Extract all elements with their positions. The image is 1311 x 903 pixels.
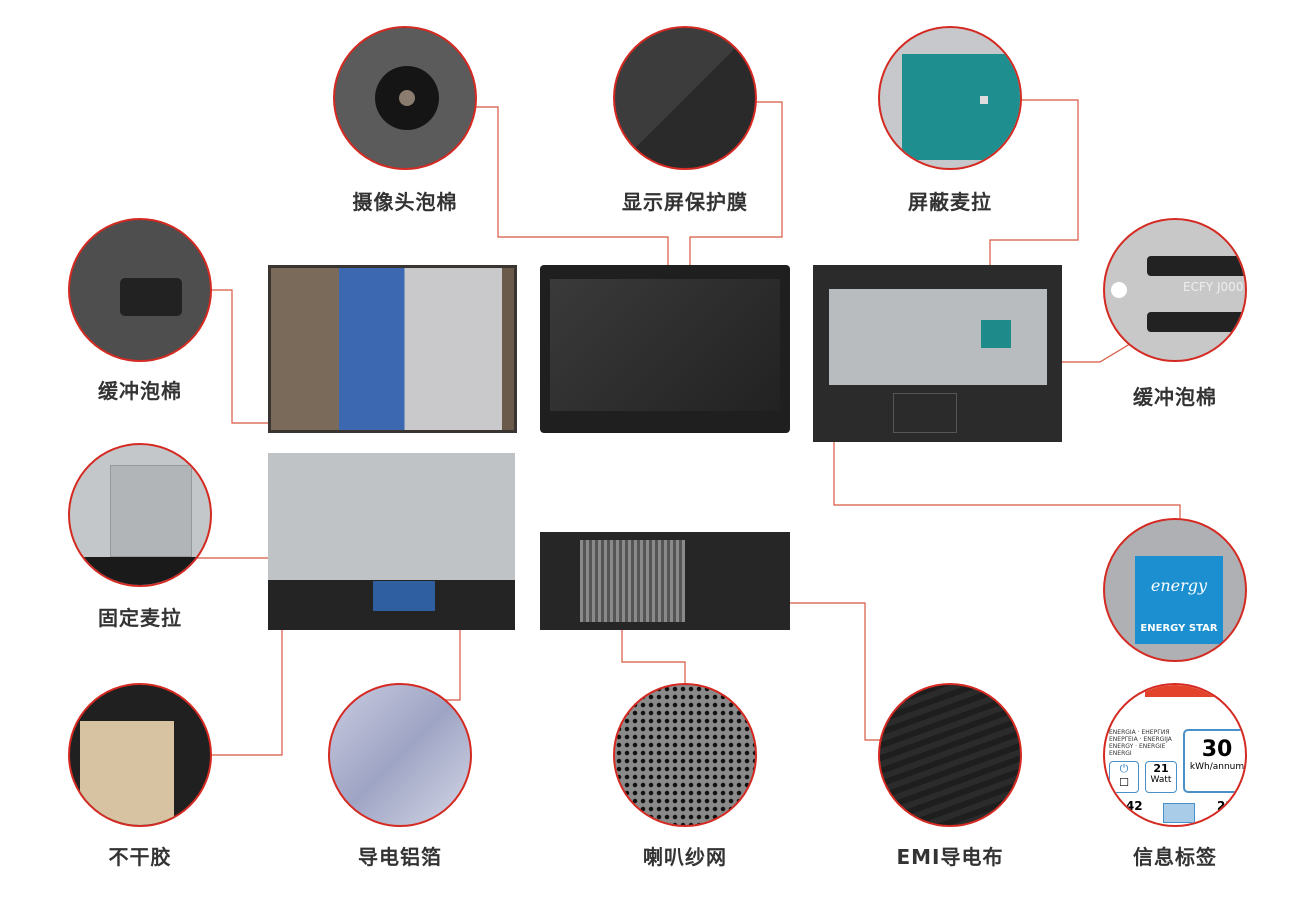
palmrest-photo (813, 265, 1062, 442)
motherboard-photo (268, 265, 517, 433)
label-cushion-foam-left: 缓冲泡棉 (98, 379, 182, 403)
label-sticker: 不干胶 (108, 845, 172, 869)
leader-energy-star (833, 432, 1181, 530)
palmrest-inner-photo (268, 453, 515, 630)
conductive-foil-detail (328, 683, 472, 827)
camera-foam-detail (333, 26, 477, 170)
label-info-label: 信息标签 (1133, 845, 1217, 869)
label-fixing-mylar: 固定麦拉 (98, 606, 182, 630)
leader-emi (715, 602, 880, 741)
label-shield-mylar: 屏蔽麦拉 (908, 190, 992, 214)
cushion-foam-right-detail: ECFY J000 (1103, 218, 1247, 362)
emi-cloth-detail (878, 683, 1022, 827)
cushion-foam-left-detail (68, 218, 212, 362)
leader-sticker (212, 582, 283, 756)
speaker-mesh-detail (613, 683, 757, 827)
label-conductive-foil: 导电铝箔 (358, 845, 442, 869)
label-speaker-mesh: 喇叭纱网 (643, 845, 727, 869)
screen-film-detail (613, 26, 757, 170)
bottom-cover-photo (540, 532, 790, 630)
foam-print: ECFY J000 (1183, 280, 1244, 294)
fixing-mylar-detail (68, 443, 212, 587)
sticker-detail (68, 683, 212, 827)
shield-mylar-detail (878, 26, 1022, 170)
label-cushion-foam-right: 缓冲泡棉 (1133, 385, 1217, 409)
label-camera-foam: 摄像头泡棉 (352, 190, 458, 214)
leader-foil (442, 603, 461, 701)
leader-screen-film (689, 101, 783, 292)
energy-star-detail: energy ENERGY STAR (1103, 518, 1247, 662)
leader-camera-foam (470, 106, 669, 272)
label-emi-cloth: EMI导电布 (896, 845, 1004, 869)
energy-star-logo: energy ENERGY STAR (1135, 556, 1223, 644)
label-screen-film: 显示屏保护膜 (622, 190, 748, 214)
display-photo (540, 265, 790, 433)
